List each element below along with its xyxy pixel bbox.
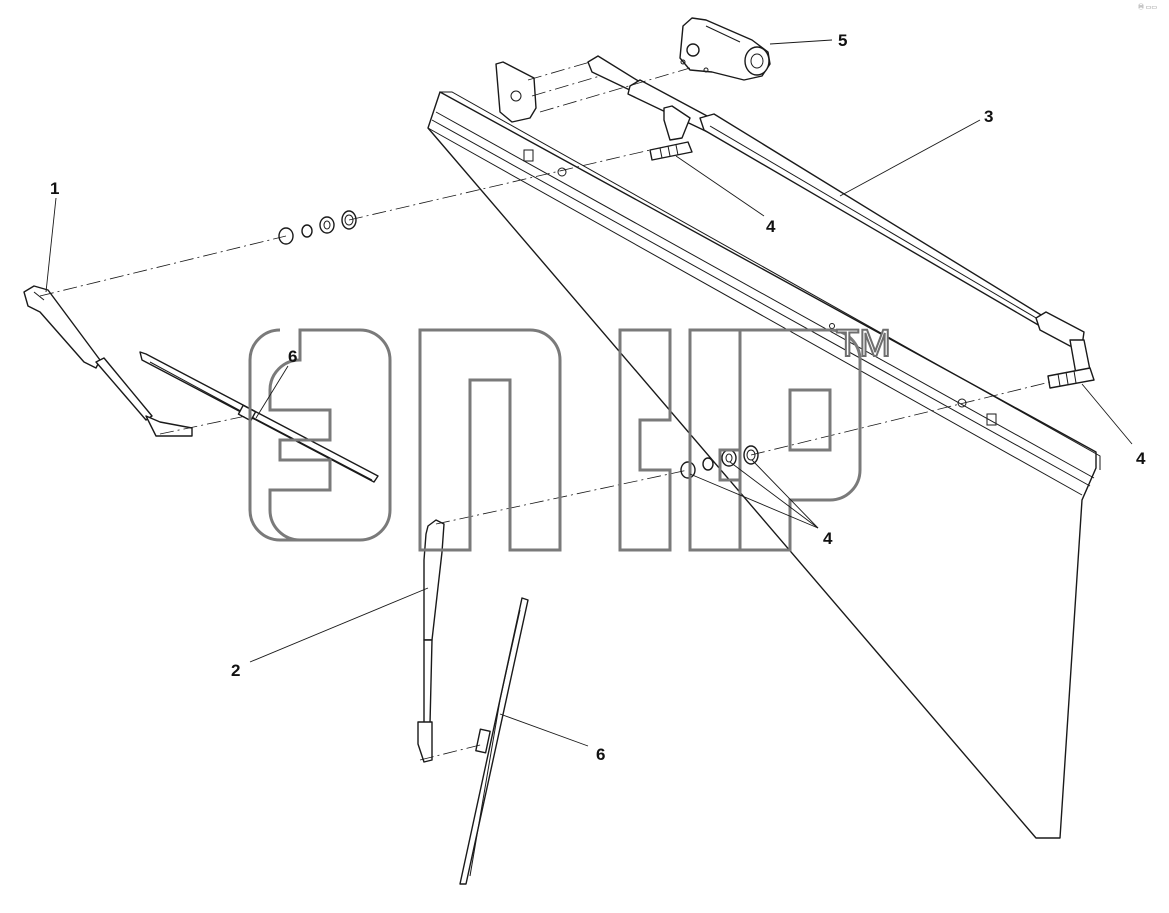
callout-4-lower: 4 bbox=[823, 529, 833, 548]
spindle-upper bbox=[649, 141, 693, 161]
windshield-panel bbox=[427, 91, 1101, 839]
callout-6-lower: 6 bbox=[596, 745, 605, 764]
callout-1: 1 bbox=[50, 179, 59, 198]
wiper-arm-lower bbox=[417, 519, 445, 763]
assembly-axes bbox=[39, 61, 1051, 761]
motor-bracket bbox=[495, 61, 537, 123]
callout-4-right: 4 bbox=[1136, 449, 1146, 468]
fastener-set-upper bbox=[278, 210, 357, 245]
wiper-blade-lower bbox=[459, 597, 529, 885]
wiper-motor bbox=[679, 17, 771, 81]
spindle-lower bbox=[1047, 367, 1095, 389]
callout-6-upper: 6 bbox=[288, 347, 297, 366]
trademark-text: TM bbox=[836, 323, 891, 365]
callout-4-upper: 4 bbox=[766, 217, 776, 236]
callout-3: 3 bbox=[984, 107, 993, 126]
callout-2: 2 bbox=[231, 661, 240, 680]
wiper-arm-left bbox=[23, 285, 193, 437]
callout-5: 5 bbox=[838, 31, 847, 50]
wiper-linkage bbox=[587, 55, 1091, 375]
watermark-logo: TM bbox=[248, 322, 892, 552]
leader-lines bbox=[45, 39, 1133, 747]
corner-mark: Ⓜ ▭▭ bbox=[1138, 3, 1157, 11]
wiper-blade-left bbox=[139, 351, 379, 483]
callout-labels: 1 2 3 4 4 4 5 6 6 bbox=[50, 31, 1146, 764]
